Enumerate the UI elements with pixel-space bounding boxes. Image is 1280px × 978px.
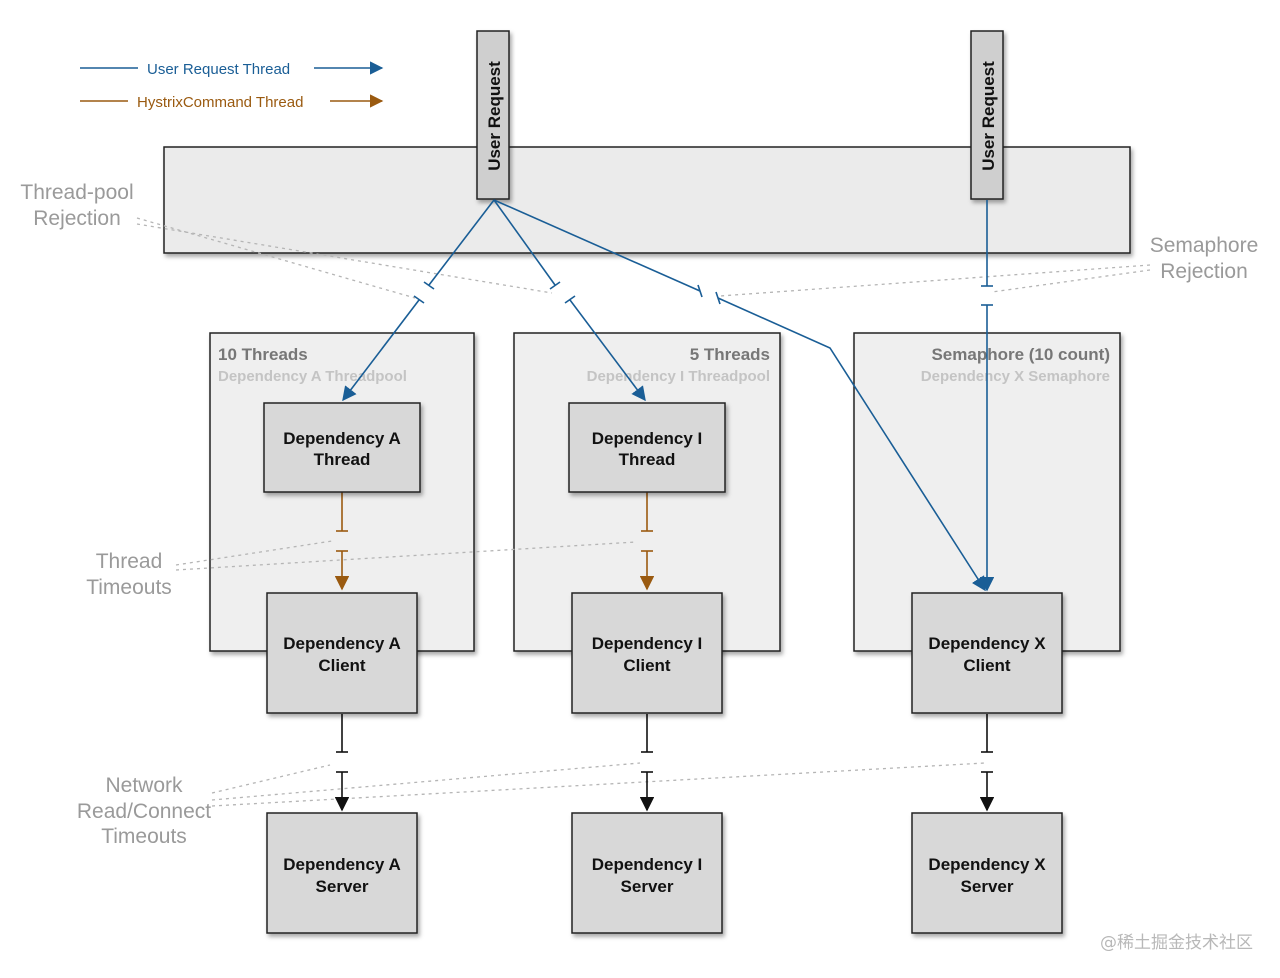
user-request-right-label: User Request [979,61,998,171]
dependency-i-server: Dependency I Server [571,812,723,934]
pool-a-subtitle: Dependency A Threadpool [218,368,407,385]
legend-user-request-thread: User Request Thread [147,61,290,78]
dependency-a-server-box [266,812,418,934]
dependency-x-server-line1: Dependency X [928,855,1046,874]
semaphore-rejection-line2: Rejection [1160,260,1248,283]
user-request-left-label: User Request [485,61,504,171]
annotations: Thread-pool Rejection Semaphore Rejectio… [20,181,1258,848]
dependency-i-client-line2: Client [623,656,671,675]
dependency-i-client-line1: Dependency I [592,634,703,653]
annotation-guides [136,217,1151,807]
dependency-i-thread: Dependency I Thread [568,402,726,493]
thread-timeouts-line1: Thread [96,550,163,573]
flow-i-lower [569,299,646,402]
dependency-i-server-line2: Server [621,877,674,896]
flow-x-lower [717,297,986,592]
dependency-a-thread: Dependency A Thread [263,402,421,493]
dependency-x-client-line1: Dependency X [928,634,1046,653]
flow-i-cut-upper [549,281,561,290]
user-request-flows [342,199,995,592]
threadpool-rejection-line1: Thread-pool [20,181,133,204]
guide-network-i [211,762,641,801]
flow-x-upper [493,199,701,292]
user-request-left-box [476,30,510,200]
flow-a-cut-upper [423,281,435,290]
dependency-a-thread-line2: Thread [314,450,371,469]
pool-x-subtitle: Dependency X Semaphore [921,368,1110,385]
guide-semaphore-2 [991,269,1151,293]
dependency-a-client-line2: Client [318,656,366,675]
user-request-left: User Request [476,30,510,200]
pool-i-subtitle: Dependency I Threadpool [587,368,770,385]
dependency-x-client: Dependency X Client [911,592,1063,714]
dependency-a-server-line2: Server [316,877,369,896]
guide-threadpool-i [136,223,553,294]
dependency-x-server: Dependency X Server [911,812,1063,934]
flow-a-cut-lower [413,295,425,304]
guide-semaphore-1 [719,264,1151,297]
user-request-right: User Request [970,30,1004,200]
flow-x-cut-upper [697,284,703,298]
flow-a-upper [428,199,495,286]
network-timeouts-line3: Timeouts [101,825,187,848]
flow-i-cut-lower [564,295,576,304]
semaphore-rejection-line1: Semaphore [1150,234,1259,257]
dependency-i-server-box [571,812,723,934]
application-container [163,146,1131,254]
dependency-x-server-line2: Server [961,877,1014,896]
dependency-i-server-line1: Dependency I [592,855,703,874]
pool-i-title: 5 Threads [690,345,770,364]
network-flows [334,714,995,812]
dependency-i-thread-box [568,402,726,493]
guide-thread-timeout-a [175,540,333,566]
dependency-x-client-line2: Client [963,656,1011,675]
threadpool-rejection-line2: Rejection [33,207,121,230]
watermark: @稀土掘金技术社区 [1100,933,1253,953]
flow-i-upper [493,199,556,286]
dependency-a-client-box [266,592,418,714]
dependency-i-client: Dependency I Client [571,592,723,714]
network-timeouts-line2: Read/Connect [77,800,211,823]
guide-network-x [211,762,986,807]
user-request-right-box [970,30,1004,200]
dependency-a-server: Dependency A Server [266,812,418,934]
dependency-i-thread-line2: Thread [619,450,676,469]
guide-network-a [211,764,331,794]
hystrix-flows [334,492,655,591]
dependency-a-client: Dependency A Client [266,592,418,714]
legend: User Request Thread HystrixCommand Threa… [80,61,384,111]
dependency-x-server-box [911,812,1063,934]
legend-hystrix-command-thread: HystrixCommand Thread [137,94,303,111]
dependency-a-server-line1: Dependency A [283,855,400,874]
dependency-a-client-line1: Dependency A [283,634,400,653]
dependency-x-client-box [911,592,1063,714]
dependency-i-thread-line1: Dependency I [592,429,703,448]
flow-a-lower [342,299,420,402]
thread-timeouts-line2: Timeouts [86,576,172,599]
dependency-a-thread-line1: Dependency A [283,429,400,448]
dependency-i-client-box [571,592,723,714]
network-timeouts-line1: Network [105,774,183,797]
pool-x-title: Semaphore (10 count) [931,345,1110,364]
pool-a-title: 10 Threads [218,345,308,364]
dependency-a-thread-box [263,402,421,493]
